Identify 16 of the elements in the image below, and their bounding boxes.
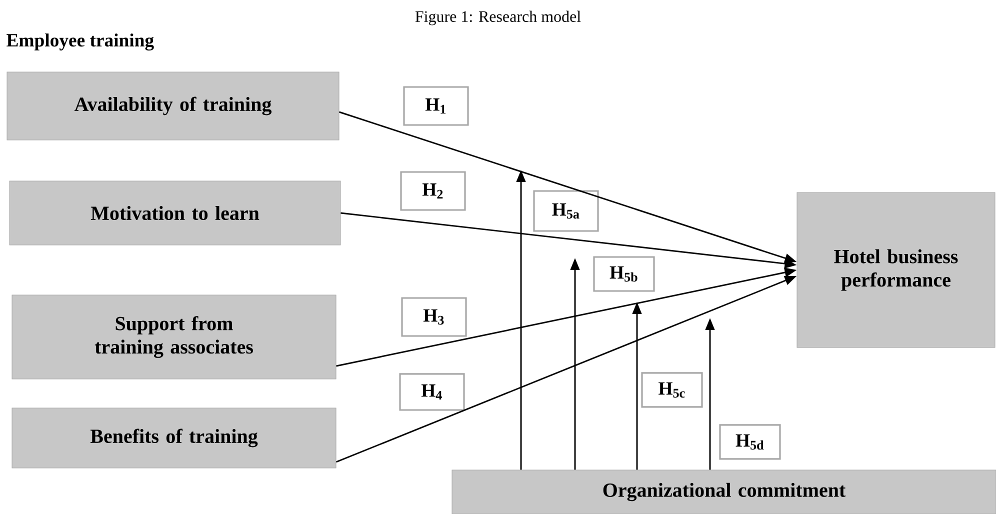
hypothesis-label: H$_{5a}$ [533, 190, 599, 232]
concept-box: Availability of training [6, 72, 340, 140]
hypothesis-label: H$_{4}$ [399, 373, 465, 411]
hypothesis-label: H$_{5b}$ [593, 256, 655, 292]
concept-box: Hotel business performance [796, 192, 996, 348]
concept-box: Motivation to learn [9, 180, 341, 246]
hypothesis-label: H$_{1}$ [403, 86, 469, 126]
hypothesis-label: H$_{5c}$ [641, 372, 703, 408]
hypothesis-label: H$_{2}$ [400, 171, 466, 211]
group-heading: Employee training [6, 33, 154, 51]
concept-box: Organizational commitment [452, 470, 996, 514]
concept-box: Benefits of training [12, 408, 336, 468]
figure-title: Figure 1: Research model [415, 10, 581, 26]
concept-box: Support from training associates [12, 294, 336, 380]
hypothesis-label: H$_{5d}$ [719, 424, 781, 460]
hypothesis-label: H$_{3}$ [401, 297, 467, 337]
